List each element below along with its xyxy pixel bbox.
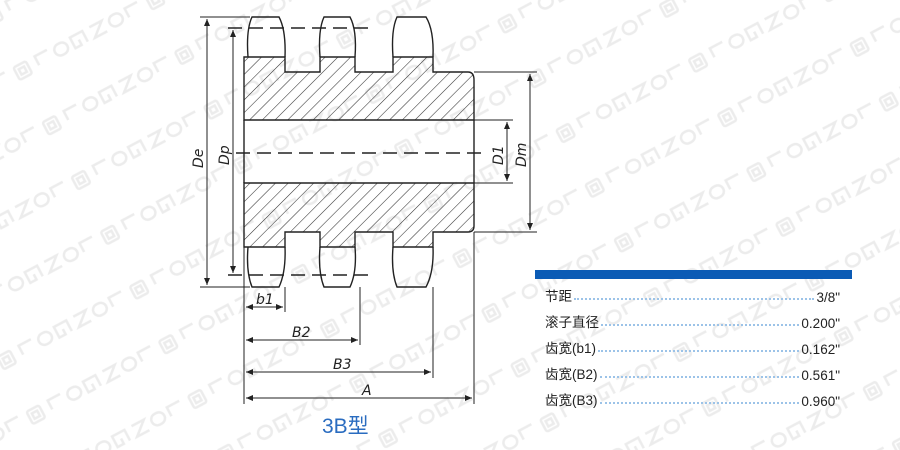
spec-label: 齿宽(b1) <box>545 341 597 356</box>
spec-label: 齿宽(B2) <box>545 367 598 382</box>
lower-body <box>243 182 475 248</box>
spec-label: 滚子直径 <box>545 315 599 330</box>
spec-value: 0.200" <box>801 316 840 331</box>
spec-row: 滚子直径 0.200" <box>535 305 852 331</box>
spec-table: 节距 3/8" 滚子直径 0.200" 齿宽(b1) 0.162" 齿宽(B2) 0.561"… <box>535 270 852 409</box>
spec-value: 0.162" <box>801 342 840 357</box>
label-dp: Dp <box>217 145 233 165</box>
spec-row: 齿宽(b1) 0.162" <box>535 331 852 357</box>
dotted-leader <box>598 350 800 352</box>
label-b3: B3 <box>333 357 352 373</box>
label-dm: Dm <box>514 143 530 167</box>
model-label: 3B型 <box>322 415 369 438</box>
upper-body <box>243 56 475 121</box>
label-b2: B2 <box>292 325 311 341</box>
dotted-leader <box>574 298 815 300</box>
spec-label: 节距 <box>545 289 572 304</box>
label-a: A <box>361 383 372 399</box>
dotted-leader <box>599 376 800 378</box>
dotted-leader <box>601 324 800 326</box>
label-b1: b1 <box>256 292 274 308</box>
label-de: De <box>191 149 207 168</box>
spec-value: 0.561" <box>801 368 840 383</box>
spec-header-bar <box>535 270 852 279</box>
spec-label: 齿宽(B3) <box>545 393 598 408</box>
label-d1: D1 <box>491 145 507 165</box>
spec-value: 3/8" <box>816 290 840 305</box>
spec-row: 齿宽(B2) 0.561" <box>535 357 852 383</box>
dotted-leader <box>599 402 800 404</box>
spec-row: 齿宽(B3) 0.960" <box>535 383 852 409</box>
spec-row: 节距 3/8" <box>535 279 852 305</box>
spec-value: 0.960" <box>801 394 840 409</box>
